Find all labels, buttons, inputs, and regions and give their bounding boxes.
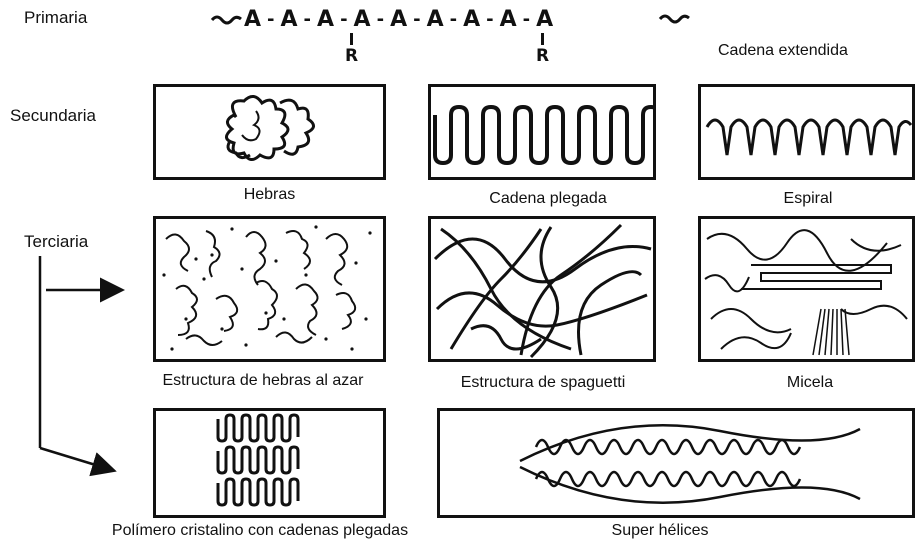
arrow-to-bottom-row: [40, 448, 112, 470]
